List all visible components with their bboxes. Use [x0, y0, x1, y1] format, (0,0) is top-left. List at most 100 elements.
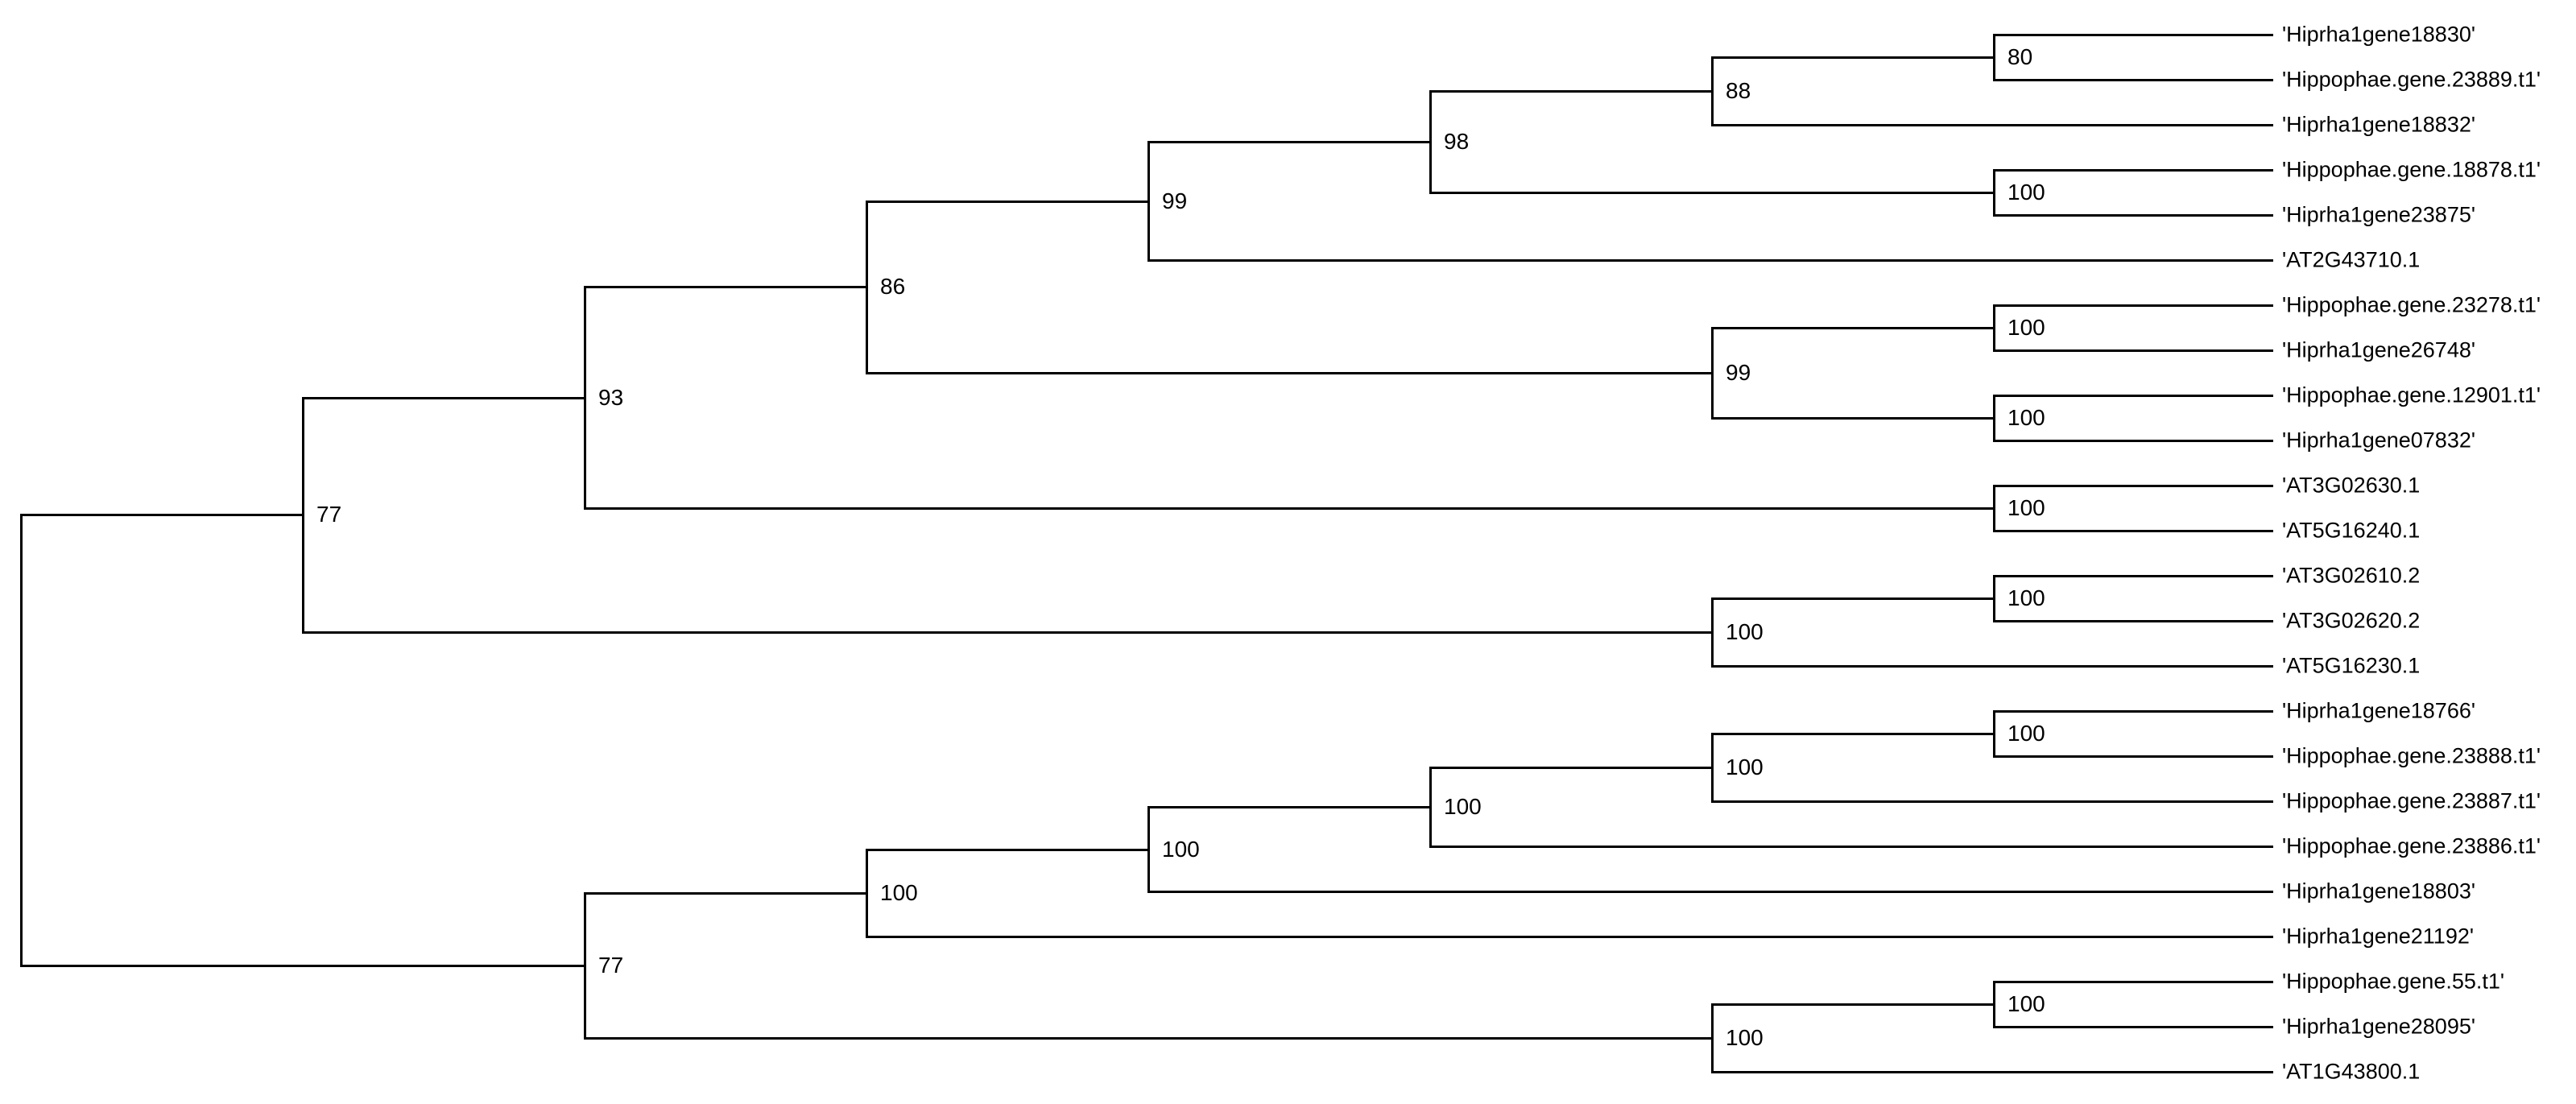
branch-horizontal-line	[1147, 259, 2273, 262]
branch-vertical-line	[1711, 327, 1714, 420]
branch-horizontal-line	[1993, 440, 2273, 442]
branch-horizontal-line	[302, 631, 1714, 634]
branch-horizontal-line	[1993, 620, 2273, 622]
taxon-label: 'Hippophae.gene.23887.t1'	[2282, 788, 2541, 813]
bootstrap-support-label: 88	[1726, 78, 1751, 103]
taxon-label: 'AT1G43800.1	[2282, 1059, 2421, 1084]
branch-horizontal-line	[1429, 846, 2273, 848]
branch-vertical-line	[1711, 56, 1714, 126]
branch-horizontal-line	[1993, 1026, 2273, 1028]
branch-horizontal-line	[1711, 56, 1995, 59]
branch-vertical-line	[1993, 575, 1995, 622]
branch-horizontal-line	[1993, 710, 2273, 713]
branch-vertical-line	[1993, 981, 1995, 1028]
taxon-label: 'Hiprha1gene28095'	[2282, 1014, 2476, 1039]
branch-horizontal-line	[1429, 192, 1995, 194]
branch-horizontal-line	[20, 514, 304, 517]
taxon-label: 'Hiprha1gene18766'	[2282, 698, 2476, 723]
branch-vertical-line	[1993, 304, 1995, 352]
bootstrap-support-label: 99	[1162, 188, 1188, 213]
bootstrap-support-label: 99	[1726, 360, 1751, 385]
branch-vertical-line	[584, 286, 586, 510]
branch-vertical-line	[20, 514, 23, 967]
branch-vertical-line	[584, 891, 586, 1040]
bootstrap-support-label: 100	[880, 879, 918, 905]
branch-horizontal-line	[1711, 733, 1995, 735]
taxon-label: 'AT5G16240.1	[2282, 518, 2421, 543]
branch-horizontal-line	[1147, 141, 1432, 143]
branch-vertical-line	[1429, 767, 1432, 848]
bootstrap-support-label: 100	[2007, 315, 2045, 340]
branch-horizontal-line	[1993, 575, 2273, 577]
branch-horizontal-line	[1711, 1071, 2273, 1073]
bootstrap-support-label: 100	[2007, 585, 2045, 610]
bootstrap-support-label: 77	[598, 952, 624, 978]
branch-horizontal-line	[584, 286, 868, 289]
branch-horizontal-line	[1993, 79, 2273, 81]
taxon-label: 'AT3G02610.2	[2282, 563, 2421, 588]
branch-vertical-line	[1993, 34, 1995, 81]
branch-horizontal-line	[1711, 124, 2273, 126]
branch-horizontal-line	[1993, 485, 2273, 487]
branch-vertical-line	[1993, 169, 1995, 217]
bootstrap-support-label: 98	[1444, 129, 1470, 154]
taxon-label: 'Hiprha1gene21192'	[2282, 924, 2475, 949]
branch-horizontal-line	[1147, 806, 1432, 808]
taxon-label: 'AT5G16230.1	[2282, 653, 2421, 678]
bootstrap-support-label: 100	[2007, 180, 2045, 205]
branch-horizontal-line	[584, 891, 868, 895]
bootstrap-support-label: 93	[598, 384, 624, 410]
branch-horizontal-line	[1993, 349, 2273, 352]
taxon-label: 'AT3G02620.2	[2282, 608, 2421, 633]
branch-horizontal-line	[1711, 597, 1995, 600]
bootstrap-support-label: 100	[2007, 405, 2045, 430]
branch-horizontal-line	[1711, 327, 1995, 329]
branch-vertical-line	[1711, 1003, 1714, 1073]
branch-vertical-line	[302, 396, 304, 634]
branch-horizontal-line	[866, 372, 1714, 374]
branch-vertical-line	[866, 200, 868, 374]
taxon-label: 'Hiprha1gene23875'	[2282, 202, 2476, 227]
taxon-label: 'Hiprha1gene18830'	[2282, 22, 2476, 47]
branch-horizontal-line	[1993, 755, 2273, 758]
branch-horizontal-line	[1147, 891, 2273, 893]
taxon-label: 'Hippophae.gene.23888.t1'	[2282, 743, 2541, 768]
branch-horizontal-line	[866, 200, 1150, 203]
branch-horizontal-line	[584, 1037, 1714, 1040]
branch-horizontal-line	[584, 507, 1995, 510]
branch-horizontal-line	[1993, 395, 2273, 397]
branch-horizontal-line	[1711, 665, 2273, 668]
taxon-label: 'Hiprha1gene26748'	[2282, 337, 2476, 362]
taxon-label: 'Hiprha1gene07832'	[2282, 428, 2476, 453]
branch-horizontal-line	[1711, 417, 1995, 420]
branch-horizontal-line	[866, 848, 1150, 851]
taxon-label: 'Hippophae.gene.55.t1'	[2282, 969, 2505, 994]
taxon-label: 'AT3G02630.1	[2282, 473, 2421, 498]
taxon-label: 'Hippophae.gene.23278.t1'	[2282, 292, 2541, 317]
branch-horizontal-line	[20, 964, 586, 967]
branch-vertical-line	[1993, 395, 1995, 442]
bootstrap-support-label: 100	[1444, 794, 1482, 819]
taxon-label: 'AT2G43710.1	[2282, 247, 2421, 272]
branch-vertical-line	[1993, 485, 1995, 532]
branch-vertical-line	[1711, 597, 1714, 668]
branch-horizontal-line	[1993, 169, 2273, 172]
branch-vertical-line	[1147, 141, 1150, 262]
branch-horizontal-line	[1711, 1003, 1995, 1006]
bootstrap-support-label: 77	[316, 502, 342, 527]
bootstrap-support-label: 86	[880, 274, 906, 300]
branch-horizontal-line	[1993, 530, 2273, 532]
branch-horizontal-line	[1993, 981, 2273, 983]
bootstrap-support-label: 100	[2007, 721, 2045, 746]
branch-horizontal-line	[1711, 800, 2273, 803]
taxon-label: 'Hippophae.gene.12901.t1'	[2282, 382, 2541, 407]
bootstrap-support-label: 100	[2007, 495, 2045, 520]
bootstrap-support-label: 100	[2007, 991, 2045, 1016]
branch-vertical-line	[1993, 710, 1995, 758]
branch-horizontal-line	[302, 396, 586, 399]
bootstrap-support-label: 100	[1726, 619, 1764, 644]
branch-horizontal-line	[1429, 767, 1714, 769]
branch-horizontal-line	[1993, 304, 2273, 307]
branch-vertical-line	[1429, 90, 1432, 194]
